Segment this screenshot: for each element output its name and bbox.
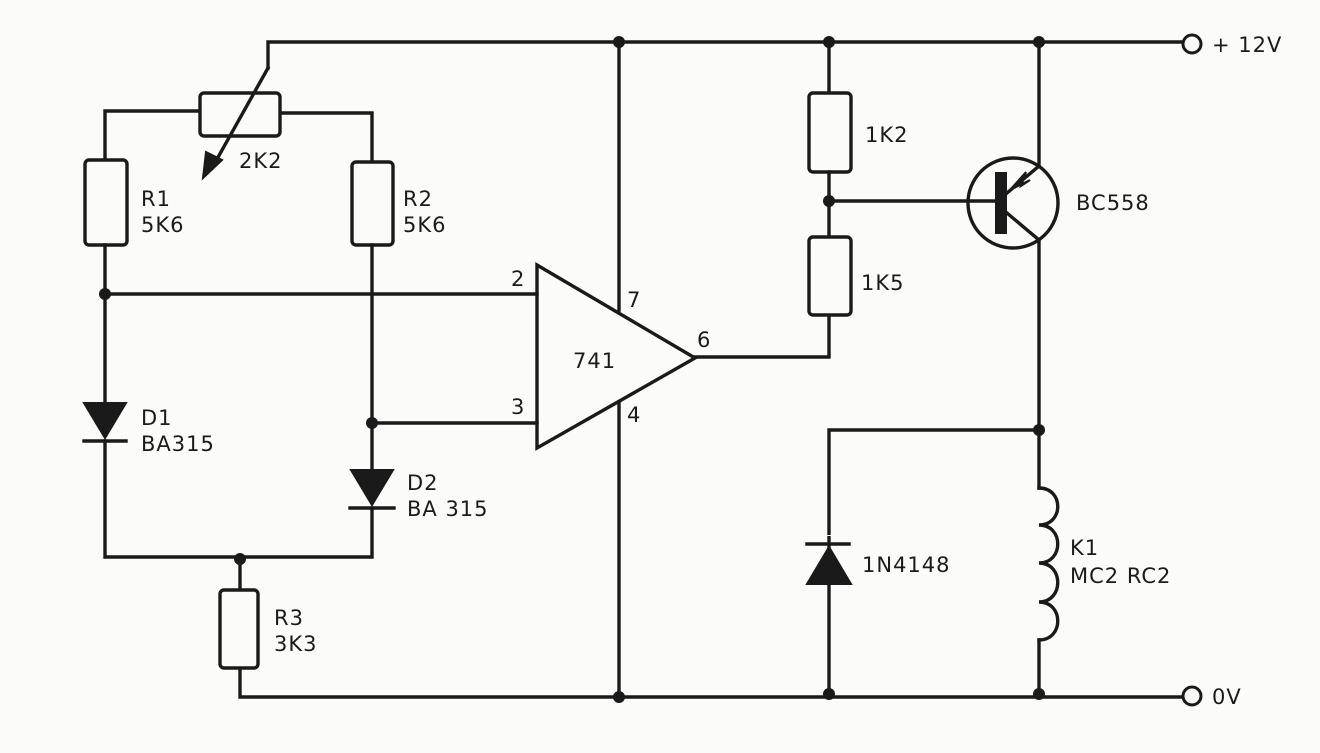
pin6-label: 6 bbox=[697, 328, 711, 352]
r3-ref: R3 bbox=[274, 606, 304, 630]
d2-ref: D2 bbox=[407, 471, 439, 495]
diode-d1 bbox=[82, 402, 128, 443]
resistor-1k5 bbox=[807, 235, 853, 317]
pin4-label: 4 bbox=[627, 403, 641, 427]
bridge-top-wire bbox=[278, 111, 374, 164]
potentiometer-2k2 bbox=[198, 65, 282, 181]
ground-terminal bbox=[1181, 685, 1203, 707]
wiper-arrow-icon bbox=[201, 150, 224, 181]
emitter-arrow-icon bbox=[1009, 171, 1031, 191]
transistor-bc558 bbox=[966, 156, 1060, 250]
r1-ref: R1 bbox=[141, 187, 171, 211]
pot-value: 2K2 bbox=[239, 149, 283, 173]
output-wire bbox=[693, 313, 831, 359]
r1-value: 5K6 bbox=[141, 213, 185, 237]
relay-coil-k1 bbox=[1037, 486, 1060, 699]
pin2-label: 2 bbox=[511, 267, 525, 291]
resistor-r3 bbox=[218, 588, 260, 670]
resistor-r1 bbox=[83, 158, 129, 247]
supply-rail bbox=[266, 40, 1184, 70]
r2-value: 5K6 bbox=[403, 213, 447, 237]
ground-rail bbox=[238, 666, 1184, 699]
wire bbox=[103, 439, 374, 559]
supply-terminal bbox=[1181, 33, 1203, 55]
r-1k5-value: 1K5 bbox=[861, 271, 905, 295]
k1-value: MC2 RC2 bbox=[1070, 564, 1171, 588]
d2-value: BA 315 bbox=[407, 497, 489, 521]
pin7-label: 7 bbox=[627, 288, 641, 312]
ground-label: 0V bbox=[1212, 685, 1242, 709]
r-1k2-value: 1K2 bbox=[865, 123, 909, 147]
r2-ref: R2 bbox=[403, 187, 433, 211]
k1-ref: K1 bbox=[1070, 536, 1099, 560]
d3-value: 1N4148 bbox=[862, 553, 951, 577]
q1-value: BC558 bbox=[1076, 191, 1150, 215]
diode-1n4148 bbox=[805, 535, 853, 585]
d1-ref: D1 bbox=[141, 406, 173, 430]
supply-label: + 12V bbox=[1212, 33, 1282, 57]
opamp-label: 741 bbox=[573, 349, 616, 373]
opamp-741 bbox=[535, 262, 699, 451]
diode-d2 bbox=[348, 469, 396, 510]
resistor-r2 bbox=[350, 160, 395, 247]
bridge-top-wire bbox=[103, 109, 202, 162]
resistor-1k2 bbox=[807, 91, 853, 174]
wire bbox=[827, 428, 1041, 699]
r3-value: 3K3 bbox=[274, 632, 318, 656]
pin3-label: 3 bbox=[511, 395, 525, 419]
d1-value: BA315 bbox=[141, 432, 215, 456]
